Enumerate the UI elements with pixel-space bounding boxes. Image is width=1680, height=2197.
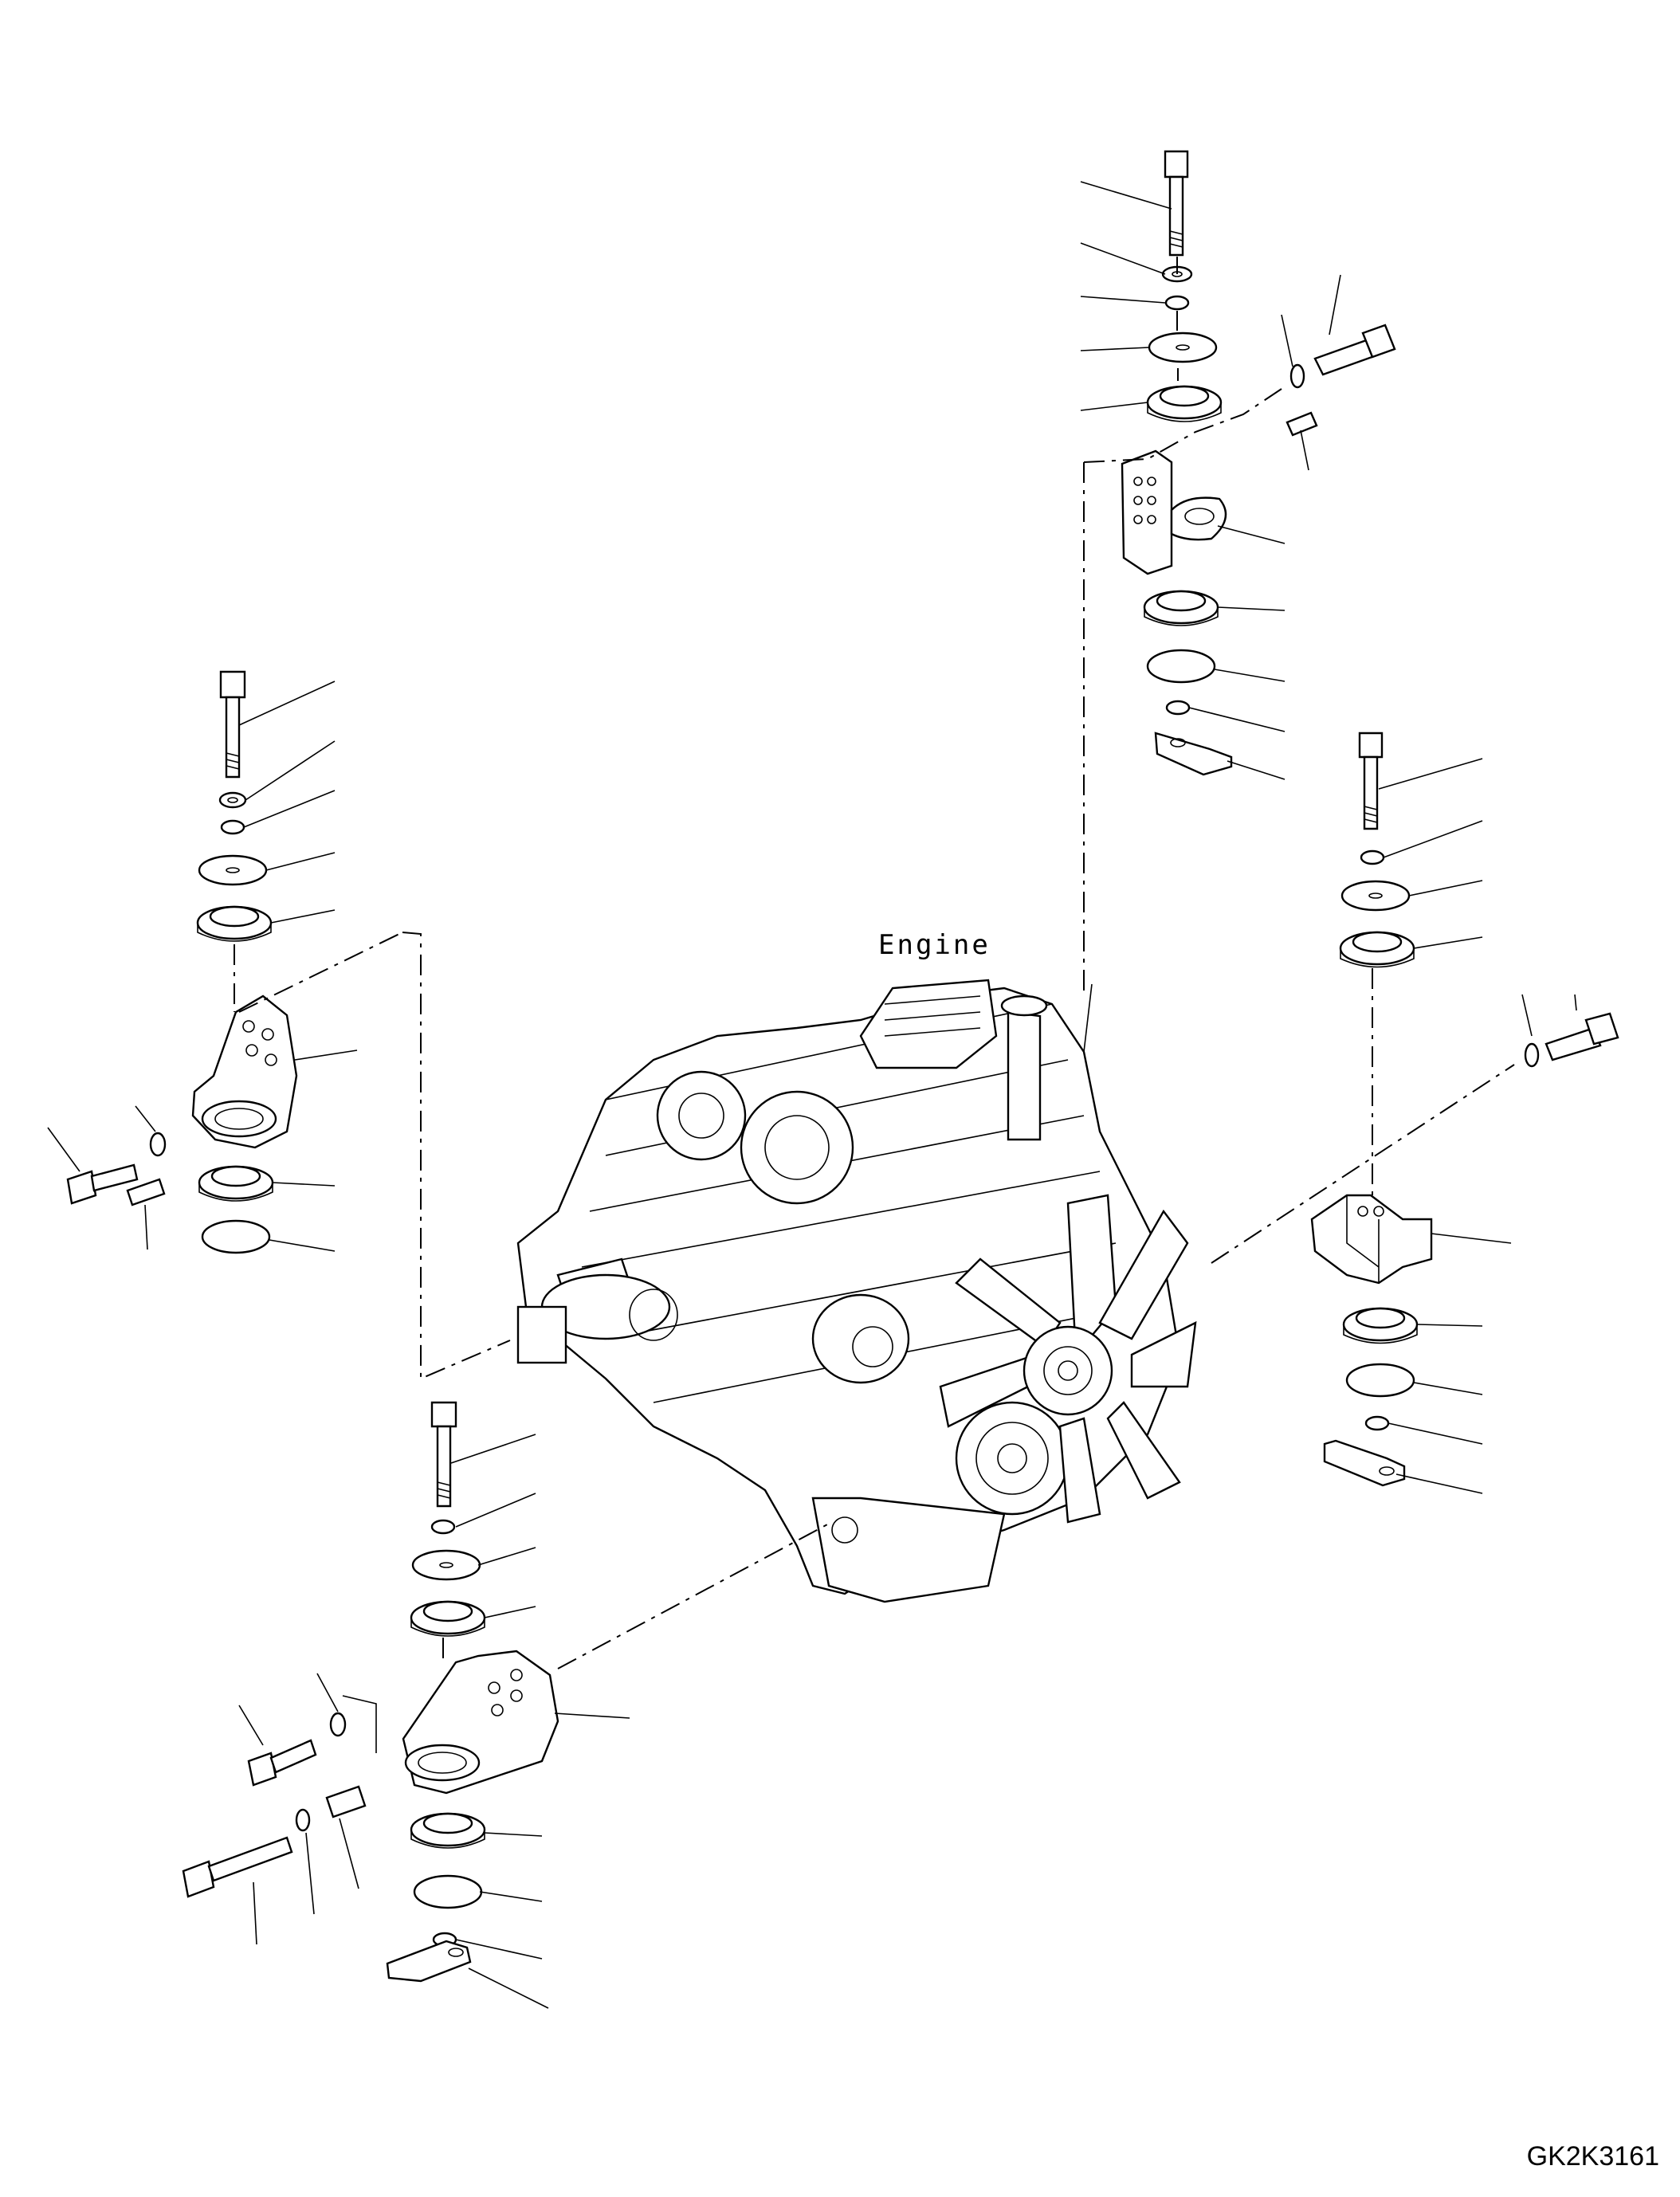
mount-rear-right [1121, 150, 1396, 776]
engine-leader [1083, 983, 1093, 1053]
engine-illustration [516, 979, 1197, 1603]
drawing-code: GK2K3161 [1527, 2141, 1659, 2171]
engine-label: Engine [878, 929, 991, 961]
mount-rear-left [66, 670, 298, 1254]
leader-lines-rear-left [47, 681, 358, 1252]
leader-lines-front-right [1378, 758, 1577, 1494]
fan-illustration [939, 1194, 1197, 1524]
leader-lines-rear-right [1080, 181, 1341, 780]
mount-front-right [1310, 732, 1619, 1487]
leader-lines-front-left [238, 1434, 630, 2009]
assembly-centerlines [234, 257, 1515, 1669]
mount-front-left [182, 1401, 559, 1983]
